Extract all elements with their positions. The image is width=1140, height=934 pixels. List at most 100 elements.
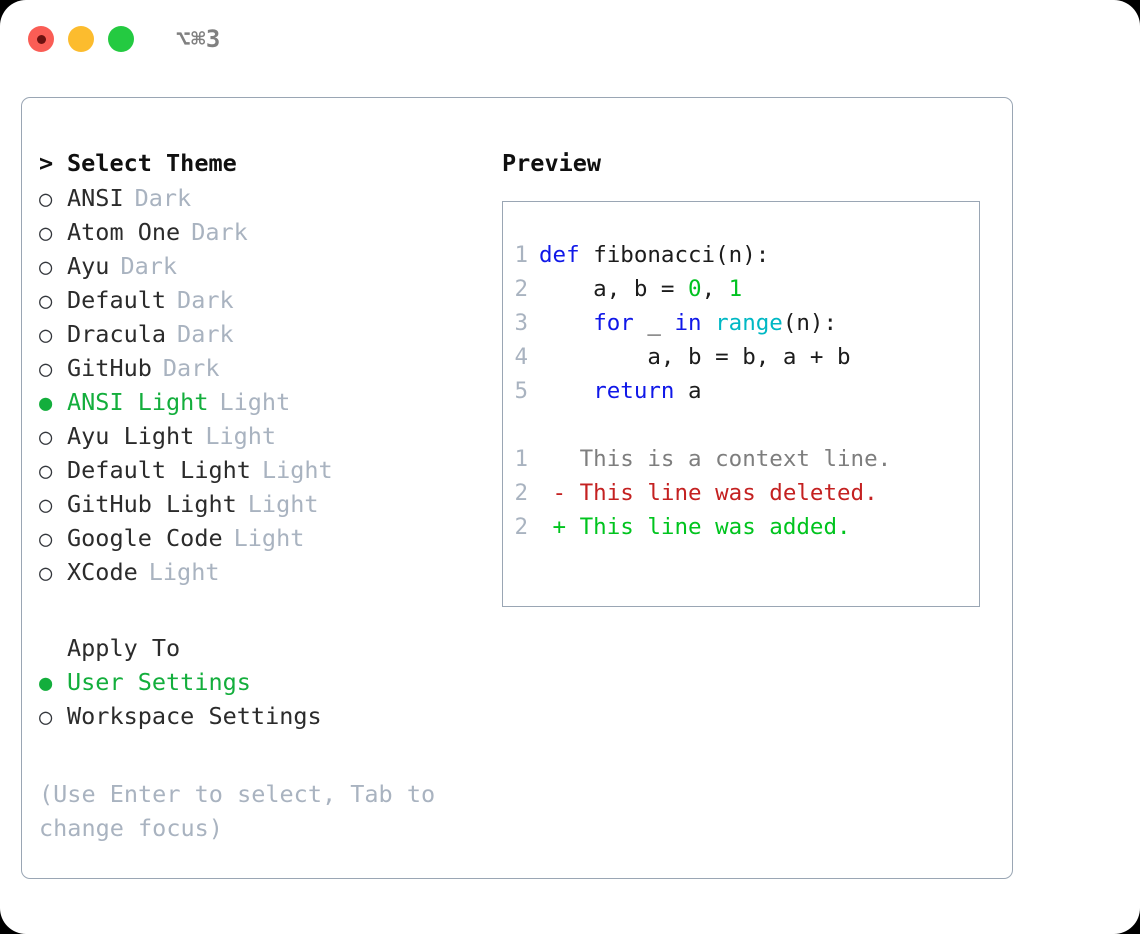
theme-variant-badge: Dark xyxy=(177,320,234,348)
theme-name: Dracula xyxy=(67,320,167,348)
diff-line: 1 This is a context line. xyxy=(503,442,979,476)
code-token-kw: def xyxy=(539,242,594,268)
theme-list-item[interactable]: ○ Dracula Dark xyxy=(39,317,492,351)
radio-unselected-icon[interactable]: ○ xyxy=(39,425,53,450)
theme-variant-badge: Light xyxy=(247,490,319,518)
diff-line-text: + This line was added. xyxy=(539,514,851,540)
radio-unselected-icon[interactable]: ○ xyxy=(39,187,53,212)
code-token-plain: , xyxy=(701,276,729,302)
apply-to-option[interactable]: ● User Settings xyxy=(39,665,492,699)
close-button[interactable] xyxy=(28,26,54,52)
line-number: 2 xyxy=(514,276,528,302)
code-token-kw: in xyxy=(674,310,702,336)
code-line: 4 a, b = b, a + b xyxy=(503,340,979,374)
diff-line-number: 2 xyxy=(514,514,528,540)
radio-unselected-icon[interactable]: ○ xyxy=(39,493,53,518)
apply-to-option-label: User Settings xyxy=(67,668,251,696)
theme-list-item[interactable]: ○ GitHub Light Light xyxy=(39,487,492,521)
radio-unselected-icon[interactable]: ○ xyxy=(39,527,53,552)
code-token-plain: fibonacci(n): xyxy=(593,242,770,268)
theme-list-item[interactable]: ○ GitHub Dark xyxy=(39,351,492,385)
theme-list-item[interactable]: ○ ANSI Dark xyxy=(39,181,492,215)
radio-unselected-icon[interactable]: ○ xyxy=(39,705,53,730)
theme-name: GitHub Light xyxy=(67,490,237,518)
code-line-text: a, b = b, a + b xyxy=(539,340,851,374)
apply-to-option[interactable]: ○Workspace Settings xyxy=(39,699,492,733)
theme-name: Ayu xyxy=(67,252,110,280)
minimize-button[interactable] xyxy=(68,26,94,52)
theme-list-item[interactable]: ○ Ayu Light Light xyxy=(39,419,492,453)
radio-unselected-icon[interactable]: ○ xyxy=(39,357,53,382)
code-line: 3 for _ in range(n): xyxy=(503,306,979,340)
code-token-plain: a, b = b, a + b xyxy=(539,344,851,370)
maximize-button[interactable] xyxy=(108,26,134,52)
code-line-text: a, b = 0, 1 xyxy=(539,272,742,306)
theme-list-item[interactable]: ○ Default Dark xyxy=(39,283,492,317)
help-hint-text: (Use Enter to select, Tab to change focu… xyxy=(39,780,436,842)
code-token-plain xyxy=(539,378,593,404)
apply-to-header: ○ Apply To xyxy=(39,631,492,665)
select-theme-title: Select Theme xyxy=(67,149,237,177)
radio-unselected-icon[interactable]: ○ xyxy=(39,459,53,484)
code-token-kw: for xyxy=(593,310,634,336)
radio-selected-icon[interactable]: ● xyxy=(39,671,53,696)
radio-unselected-icon[interactable]: ○ xyxy=(39,221,53,246)
theme-variant-badge: Dark xyxy=(120,252,178,280)
diff-line-number: 1 xyxy=(514,446,528,472)
code-token-kw: return xyxy=(593,378,675,404)
theme-name: Default xyxy=(67,286,167,314)
theme-name: Atom One xyxy=(67,218,181,246)
diff-line-text: This is a context line. xyxy=(539,446,892,472)
code-token-plain: a, b = xyxy=(539,276,689,302)
code-token-num: 1 xyxy=(728,276,743,302)
code-token-plain xyxy=(539,310,593,336)
theme-name: Ayu Light xyxy=(67,422,195,450)
code-line-text: return a xyxy=(539,374,702,408)
diff-sample: 1 This is a context line.2 - This line w… xyxy=(503,442,979,544)
diff-line-text: - This line was deleted. xyxy=(539,480,878,506)
theme-name: GitHub xyxy=(67,354,152,382)
preview-spacer xyxy=(503,408,979,442)
code-line: 1 def fibonacci(n): xyxy=(503,238,979,272)
theme-name: Google Code xyxy=(67,524,223,552)
radio-unselected-icon[interactable]: ○ xyxy=(39,255,53,280)
radio-unselected-icon[interactable]: ○ xyxy=(39,323,53,348)
code-token-plain xyxy=(702,310,716,336)
caret-icon: > xyxy=(39,149,54,177)
code-line-text: def fibonacci(n): xyxy=(539,238,769,272)
line-number: 5 xyxy=(514,378,528,404)
apply-to-title: Apply To xyxy=(67,634,181,662)
radio-unselected-icon[interactable]: ○ xyxy=(39,561,53,586)
code-line-text: for _ in range(n): xyxy=(539,306,837,340)
diff-line: 2 + This line was added. xyxy=(503,510,979,544)
radio-selected-icon[interactable]: ● xyxy=(39,391,53,416)
apply-to-options: ● User Settings ○Workspace Settings xyxy=(39,665,492,733)
line-number: 1 xyxy=(514,242,528,268)
code-token-plain: _ xyxy=(633,310,675,336)
keyboard-shortcut-label: ⌥⌘3 xyxy=(176,25,221,53)
theme-name: ANSI xyxy=(67,184,124,212)
radio-unselected-icon[interactable]: ○ xyxy=(39,289,53,314)
theme-variant-badge: Light xyxy=(205,422,277,450)
line-number: 3 xyxy=(514,310,528,336)
diff-line: 2 - This line was deleted. xyxy=(503,476,979,510)
theme-variant-badge: Dark xyxy=(162,354,220,382)
theme-variant-badge: Dark xyxy=(134,184,192,212)
theme-variant-badge: Dark xyxy=(177,286,234,314)
code-token-plain: a xyxy=(674,378,702,404)
preview-title: Preview xyxy=(502,149,602,177)
theme-name: ANSI Light xyxy=(67,388,209,416)
theme-list-item[interactable]: ○ Ayu Dark xyxy=(39,249,492,283)
apply-to-marker-spacer: ○ xyxy=(39,633,67,667)
